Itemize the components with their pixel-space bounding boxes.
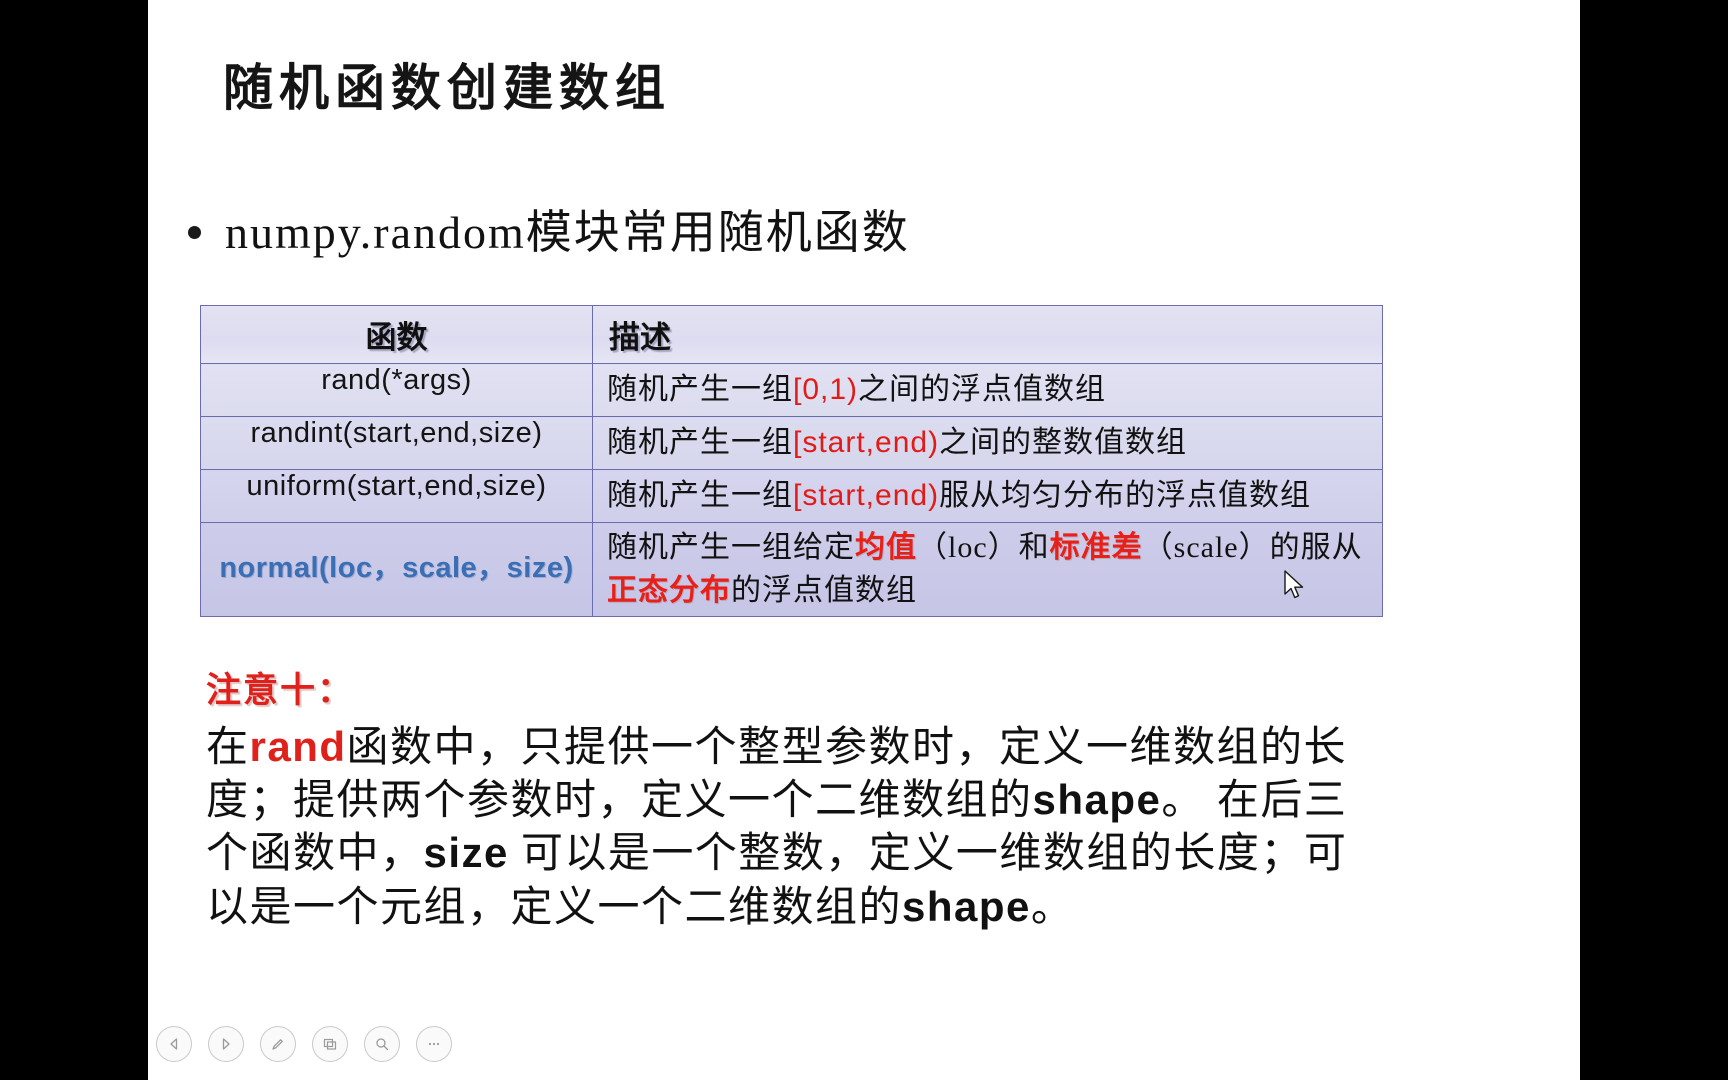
pen-tool-button[interactable] (260, 1026, 296, 1062)
previous-slide-button[interactable] (156, 1026, 192, 1062)
table-row: normal(loc，scale，size) 随机产生一组给定均值（loc）和标… (200, 521, 1383, 618)
table-header-cell-description: 描述 (592, 305, 1383, 364)
desc-part-4: 的浮点值数组 (731, 573, 917, 607)
magnifier-icon (376, 1038, 389, 1051)
note-line4-part-a: 以是一个元组，定义一个二维数组的 (206, 884, 903, 931)
desc-highlight-normal-distribution: 正态分布 (607, 573, 731, 607)
bullet-item-label: numpy.random模块常用随机函数 (225, 207, 910, 258)
note-line1-part-b: 函数中，只提供一个整型参数时，定义一维数组的长 (346, 725, 1348, 771)
desc-part-3: （scale）的服从 (1142, 531, 1363, 564)
desc-prefix: 随机产生一组 (607, 479, 793, 512)
note-line3-part-b: 可以是一个整数，定义一维数组的长度；可 (508, 831, 1348, 878)
table-cell-description: 随机产生一组[start,end)服从均匀分布的浮点值数组 (592, 469, 1383, 523)
table-cell-description: 随机产生一组给定均值（loc）和标准差（scale）的服从正态分布的浮点值数组 (592, 521, 1383, 618)
desc-part-2: （loc）和 (917, 531, 1050, 564)
slide-canvas: 随机函数创建数组 numpy.random模块常用随机函数 函数 描述 (148, 0, 1580, 1080)
zoom-button[interactable] (364, 1026, 400, 1062)
function-table: 函数 描述 rand(*args) 随机产生一组[0,1)之间的浮点值数组 (200, 305, 1383, 618)
desc-suffix: 之间的整数值数组 (939, 426, 1188, 459)
function-name-uniform: uniform(start,end,size) (246, 470, 547, 502)
note-line-2: 度；提供两个参数时，定义一个二维数组的shape。 在后三 (206, 774, 1406, 827)
table-row: uniform(start,end,size) 随机产生一组[start,end… (200, 469, 1383, 523)
description-rand: 随机产生一组[0,1)之间的浮点值数组 (593, 364, 1382, 416)
all-slides-button[interactable] (312, 1026, 348, 1062)
note-keyword-shape-2: shape (902, 882, 1031, 930)
table-row: rand(*args) 随机产生一组[0,1)之间的浮点值数组 (200, 363, 1383, 417)
table-cell-description: 随机产生一组[0,1)之间的浮点值数组 (592, 363, 1383, 417)
note-line-3: 个函数中，size 可以是一个整数，定义一维数组的长度；可 (206, 827, 1406, 880)
presentation-toolbar[interactable] (148, 1022, 586, 1066)
note-keyword-shape: shape (1032, 776, 1162, 824)
note-line-4: 以是一个元组，定义一个二维数组的shape。 (206, 881, 1406, 934)
slide-title: 随机函数创建数组 (223, 60, 671, 116)
desc-prefix: 随机产生一组 (607, 373, 793, 406)
desc-range-highlight: [start,end) (793, 426, 940, 459)
note-line3-part-a: 个函数中， (206, 831, 424, 878)
desc-part-1: 随机产生一组给定 (607, 531, 855, 564)
function-name-normal: normal(loc，scale，size) (219, 551, 574, 584)
table-cell-function: randint(start,end,size) (200, 416, 593, 470)
table-cell-function: rand(*args) (200, 363, 593, 417)
next-slide-icon (222, 1038, 230, 1050)
description-randint: 随机产生一组[start,end)之间的整数值数组 (593, 417, 1382, 469)
table-header-row: 函数 描述 (200, 305, 1383, 364)
note-line2-part-a: 度；提供两个参数时，定义一个二维数组的 (206, 778, 1033, 825)
desc-suffix: 服从均匀分布的浮点值数组 (939, 479, 1312, 512)
table-row: randint(start,end,size) 随机产生一组[start,end… (200, 416, 1383, 470)
description-normal: 随机产生一组给定均值（loc）和标准差（scale）的服从正态分布的浮点值数组 (593, 523, 1382, 616)
grid-icon (323, 1038, 337, 1050)
ellipsis-icon (428, 1042, 440, 1046)
note-line4-part-b: 。 (1030, 884, 1075, 931)
note-title: 注意十： (206, 671, 355, 710)
table-cell-function: uniform(start,end,size) (200, 469, 593, 523)
header-label-function: 函数 (365, 320, 428, 355)
header-label-description: 描述 (609, 320, 671, 355)
bullet-dot-icon (188, 225, 201, 239)
note-section: 注意十： 在rand函数中，只提供一个整型参数时，定义一维数组的长 度；提供两个… (206, 662, 1406, 934)
note-line2-part-b: 。 在后三 (1161, 778, 1348, 825)
note-keyword-size: size (423, 829, 509, 877)
note-line1-part-a: 在 (206, 725, 250, 771)
next-slide-button[interactable] (208, 1026, 244, 1062)
function-name-randint: randint(start,end,size) (250, 417, 543, 449)
desc-highlight-stddev: 标准差 (1049, 531, 1143, 564)
desc-range-highlight: [0,1) (793, 373, 859, 406)
pen-icon (272, 1039, 283, 1050)
desc-highlight-mean: 均值 (855, 531, 917, 564)
note-keyword-rand: rand (249, 723, 347, 770)
table-cell-function: normal(loc，scale，size) (200, 521, 593, 618)
function-name-rand: rand(*args) (321, 364, 472, 396)
bullet-item: numpy.random模块常用随机函数 (188, 196, 910, 262)
desc-suffix: 之间的浮点值数组 (858, 373, 1107, 406)
table-cell-description: 随机产生一组[start,end)之间的整数值数组 (592, 416, 1383, 470)
desc-range-highlight: [start,end) (793, 479, 940, 512)
note-line-1: 在rand函数中，只提供一个整型参数时，定义一维数组的长 (206, 721, 1406, 774)
table-header-cell-function: 函数 (200, 305, 593, 364)
previous-slide-icon (170, 1038, 178, 1050)
description-uniform: 随机产生一组[start,end)服从均匀分布的浮点值数组 (593, 470, 1382, 522)
desc-prefix: 随机产生一组 (607, 426, 793, 459)
more-options-button[interactable] (416, 1026, 452, 1062)
